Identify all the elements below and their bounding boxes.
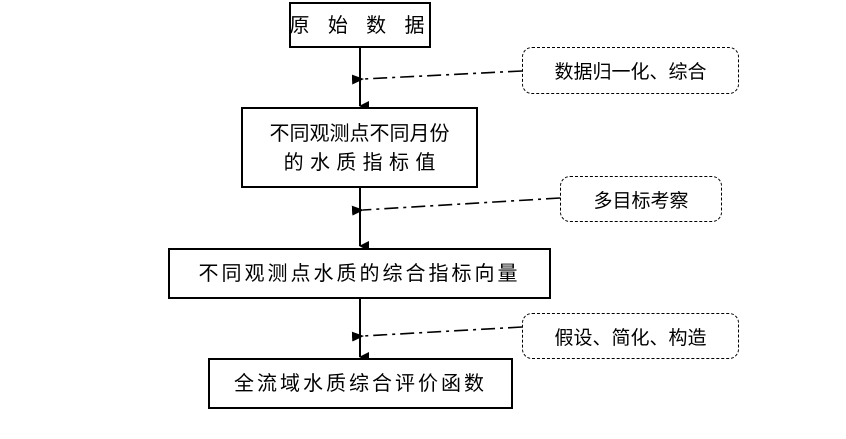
multi-objective-note: 多目标考察 bbox=[560, 176, 722, 222]
composite-vector-box: 不同观测点水质的综合指标向量 bbox=[168, 248, 551, 299]
note-connector-1 bbox=[351, 70, 523, 85]
note-connector-3 bbox=[351, 326, 523, 342]
evaluation-function-label: 全流域水质综合评价函数 bbox=[234, 371, 487, 395]
indicator-values-box: 不同观测点不同月份 的 水 质 指 标 值 bbox=[241, 107, 478, 188]
assumptions-note-label: 假设、简化、构造 bbox=[554, 326, 707, 349]
multi-objective-note-label: 多目标考察 bbox=[593, 189, 689, 212]
indicator-values-line2: 的 水 质 指 标 值 bbox=[283, 149, 436, 174]
raw-data-label: 原 始 数 据 bbox=[289, 12, 431, 37]
note-connector-2 bbox=[351, 197, 561, 216]
evaluation-function-box: 全流域水质综合评价函数 bbox=[208, 358, 513, 409]
normalize-note-label: 数据归一化、综合 bbox=[554, 61, 707, 83]
indicator-values-line1: 不同观测点不同月份 bbox=[269, 120, 450, 145]
raw-data-box: 原 始 数 据 bbox=[289, 2, 431, 48]
normalize-note: 数据归一化、综合 bbox=[522, 47, 739, 94]
composite-vector-label: 不同观测点水质的综合指标向量 bbox=[198, 261, 521, 285]
assumptions-note: 假设、简化、构造 bbox=[522, 313, 739, 359]
